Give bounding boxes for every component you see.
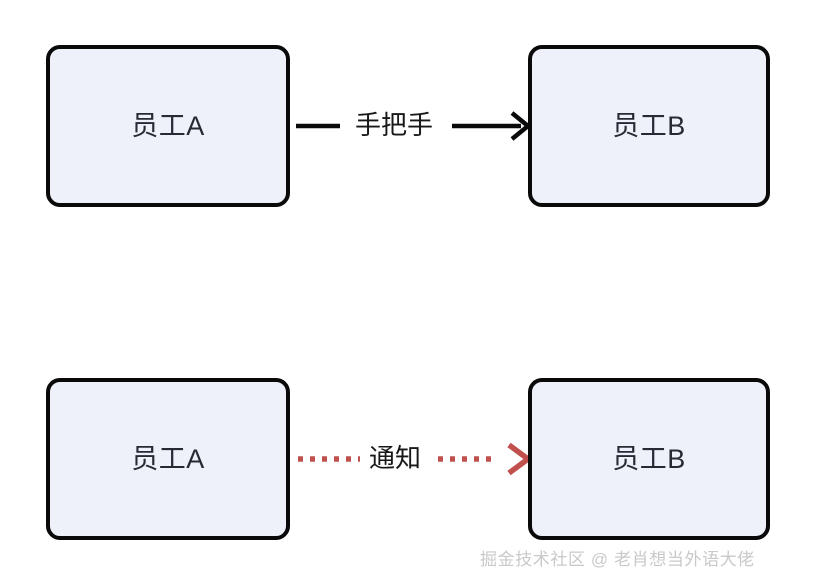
edge-label-handholding: 手把手 [355, 110, 434, 140]
node-box-employee-a-top[interactable]: 员工A [46, 45, 290, 207]
node-box-employee-b-bottom[interactable]: 员工B [528, 378, 770, 540]
watermark-text: 掘金技术社区 @ 老肖想当外语大佬 [480, 550, 755, 569]
edge-label-notify: 通知 [369, 443, 422, 473]
node-label: 员工A [131, 443, 205, 474]
node-label: 员工B [612, 110, 686, 141]
arrowhead-icon [507, 442, 533, 476]
node-label: 员工A [131, 110, 205, 141]
node-label: 员工B [612, 443, 686, 474]
node-box-employee-a-bottom[interactable]: 员工A [46, 378, 290, 540]
node-box-employee-b-top[interactable]: 员工B [528, 45, 770, 207]
